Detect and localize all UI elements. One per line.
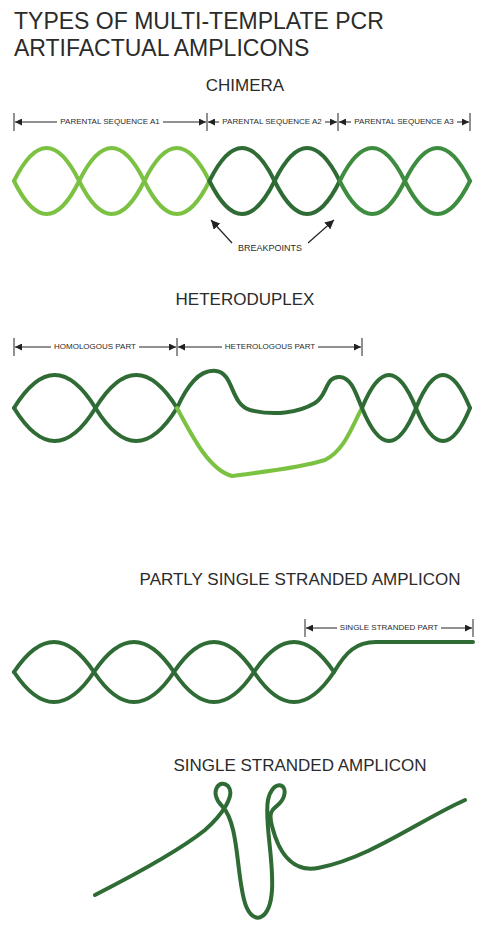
dna-strand <box>95 784 465 918</box>
dna-strand <box>14 375 177 441</box>
dna-helix <box>14 371 470 476</box>
dimension-tick <box>473 619 474 637</box>
section-heading: SINGLE STRANDED AMPLICON <box>173 756 426 776</box>
dna-helix <box>14 148 470 214</box>
dimension-tick <box>338 113 339 131</box>
section-heading: PARTLY SINGLE STRANDED AMPLICON <box>140 570 461 590</box>
dimension-tick <box>470 113 471 131</box>
dna-strand <box>177 371 362 413</box>
dimension-label: PARENTAL SEQUENCE A2 <box>219 117 324 127</box>
dimension-bracket <box>14 338 362 356</box>
section-heading: HETERODUPLEX <box>176 290 315 310</box>
dimension-tick <box>14 113 15 131</box>
dna-strand <box>14 642 334 702</box>
dna-strand <box>209 148 339 214</box>
dimension-bracket <box>305 619 473 637</box>
dna-strand <box>14 148 209 214</box>
dna-strand <box>14 375 177 441</box>
pointer-arrow <box>211 220 232 243</box>
dimension-tick <box>305 619 306 637</box>
dimension-label: PARENTAL SEQUENCE A3 <box>351 117 456 127</box>
dimension-bracket <box>14 113 470 131</box>
dna-strand <box>209 148 339 214</box>
dimension-tick <box>207 113 208 131</box>
dna-strand <box>340 148 470 214</box>
diagram-title: TYPES OF MULTI-TEMPLATE PCR ARTIFACTUAL … <box>14 8 454 62</box>
dimension-label: SINGLE STRANDED PART <box>337 623 441 633</box>
pointer-arrow <box>308 220 334 243</box>
dna-strand <box>14 642 473 702</box>
dna-strand <box>362 375 470 441</box>
dna-helix <box>14 642 473 702</box>
dna-strand <box>340 148 470 214</box>
callout-label: BREAKPOINTS <box>238 243 302 254</box>
pointer-arrows <box>211 220 334 243</box>
dimension-tick <box>177 338 178 356</box>
dimension-tick <box>14 338 15 356</box>
dimension-label: HOMOLOGOUS PART <box>51 342 139 352</box>
dimension-label: PARENTAL SEQUENCE A1 <box>57 117 162 127</box>
dimension-tick <box>362 338 363 356</box>
dna-strand <box>14 148 209 214</box>
dimension-label: HETEROLOGOUS PART <box>222 342 318 352</box>
dna-strand <box>362 375 470 441</box>
section-heading: CHIMERA <box>206 76 284 96</box>
dna-strand <box>177 408 362 476</box>
